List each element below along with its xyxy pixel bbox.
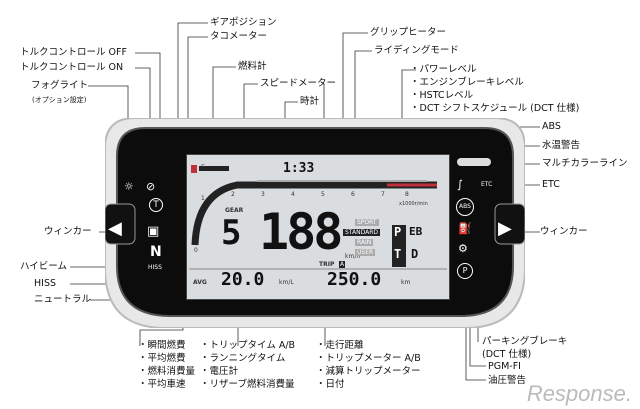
hiss-indicator: HISS — [148, 264, 162, 271]
mode-rain: RAIN — [355, 239, 374, 246]
label-parking-brake-note: (DCT 仕様) — [482, 349, 532, 360]
label-foglight-note: (オプション設定) — [32, 96, 87, 104]
label-abs: ABS — [542, 121, 561, 132]
label-foglight: フォグライト — [31, 80, 89, 91]
label-pgm-fi: PGM-FI — [488, 361, 521, 372]
mode-t: T — [394, 247, 402, 261]
trip-unit: km — [401, 279, 411, 286]
tacho-tick-7: 7 — [381, 191, 385, 198]
label-mode-list-0: パワーレベル — [410, 64, 477, 76]
tacho-tick-8: 8 — [405, 191, 409, 198]
label-grip-heater: グリップヒーター — [370, 27, 447, 38]
label-bottom-col1-0: 瞬間燃費 — [138, 340, 186, 352]
tacho-tick-4: 4 — [291, 191, 295, 198]
etc-indicator: ETC — [481, 181, 493, 188]
label-bottom-col2-2: 電圧計 — [200, 366, 239, 378]
label-fuel-gauge: 燃料計 — [238, 61, 267, 72]
tc-off-icon: ⊘ — [146, 180, 156, 193]
fuel-e-label: E — [201, 164, 205, 171]
abs-indicator: ABS — [456, 198, 474, 216]
mode-standard: STANDARD — [343, 229, 381, 236]
trip-value: 250.0 — [327, 269, 382, 290]
label-hiss: HISS — [34, 278, 57, 289]
label-neutral: ニュートラル — [34, 294, 92, 305]
tc-on-icon: ☼ — [124, 180, 134, 193]
label-bottom-col2-1: ランニングタイム — [200, 353, 286, 365]
label-bottom-col3-1: トリップメーター A/B — [316, 353, 421, 365]
avg-label: AVG — [193, 279, 207, 286]
avg-value: 20.0 — [221, 269, 265, 290]
label-mode-list-2: HSTCレベル — [410, 90, 474, 102]
label-winker-left: ウィンカー — [44, 226, 92, 237]
oil-warning-icon: ⛽ — [458, 222, 472, 235]
water-temp-icon: ∫ — [457, 178, 463, 191]
tacho-tick-3: 3 — [261, 191, 265, 198]
mode-user: USER — [355, 249, 376, 256]
mode-d: D — [411, 247, 419, 261]
highbeam-icon: ▣ — [147, 224, 160, 239]
label-bottom-col1-2: 燃料消費量 — [138, 366, 196, 378]
label-etc: ETC — [542, 179, 560, 190]
winker-left-icon: ◀ — [108, 218, 122, 239]
label-speedometer: スピードメーター — [260, 78, 337, 89]
tacho-tick-2: 2 — [231, 191, 235, 198]
mode-p: P — [394, 225, 402, 239]
label-tc-off: トルクコントロール OFF — [20, 47, 127, 58]
speed-unit: km/h — [345, 253, 361, 260]
avg-unit: km/L — [279, 279, 294, 286]
neutral-indicator: N — [150, 244, 162, 260]
trip-sub: A — [339, 261, 346, 268]
tacho-unit: x1000r/min — [399, 201, 428, 207]
tacho-arc — [189, 165, 447, 270]
label-clock: 時計 — [300, 96, 320, 107]
speed-value: 188 — [259, 203, 343, 261]
label-oil-warning: 油圧警告 — [488, 375, 527, 386]
label-bottom-col1-3: 平均車速 — [138, 379, 186, 391]
label-bottom-col3-3: 日付 — [316, 379, 345, 391]
label-tc-on: トルクコントロール ON — [20, 62, 124, 73]
tacho-tick-5: 5 — [321, 191, 325, 198]
label-riding-mode: ライディングモード — [374, 45, 459, 56]
tacho-tick-1: 1 — [201, 195, 205, 202]
label-bottom-col1-1: 平均燃費 — [138, 353, 186, 365]
tacho-tick-6: 6 — [351, 191, 355, 198]
multicolor-line — [457, 158, 491, 166]
tacho-tick-0: 0 — [194, 247, 198, 254]
pgm-fi-icon: ⚙ — [458, 242, 468, 255]
trip-label: TRIP — [319, 261, 335, 268]
mode-sport: SPORT — [355, 219, 379, 226]
label-bottom-col2-0: トリップタイム A/B — [200, 340, 296, 352]
watermark: Response. — [526, 381, 632, 406]
lcd-display: E 1:33 0 1 2 3 4 5 6 7 8 x1000r/min GEAR… — [186, 154, 450, 300]
label-mode-list-3: DCT シフトスケジュール (DCT 仕様) — [410, 103, 580, 115]
label-bottom-col2-3: リザーブ燃料消費量 — [200, 379, 295, 391]
label-water-temp: 水温警告 — [542, 140, 581, 151]
label-winker-right: ウィンカー — [540, 226, 588, 237]
label-mode-list-1: エンジンブレーキレベル — [410, 77, 524, 89]
label-bottom-col3-0: 走行距離 — [316, 340, 364, 352]
label-highbeam: ハイビーム — [20, 261, 68, 272]
winker-right-icon: ▶ — [498, 218, 512, 239]
parking-brake-icon: P — [457, 263, 473, 279]
label-bottom-col3-2: 減算トリップメーター — [316, 366, 421, 378]
label-multicolor: マルチカラーライン — [542, 158, 628, 169]
foglight-icon: T — [149, 198, 163, 212]
label-gear-position: ギアポジション — [210, 17, 277, 28]
label-parking-brake: パーキングブレーキ — [482, 336, 568, 347]
gear-label: GEAR — [225, 207, 244, 214]
mode-eb: EB — [409, 225, 423, 238]
gear-value: 5 — [221, 213, 242, 253]
label-tachometer: タコメーター — [210, 31, 268, 42]
clock-value: 1:33 — [283, 161, 315, 176]
